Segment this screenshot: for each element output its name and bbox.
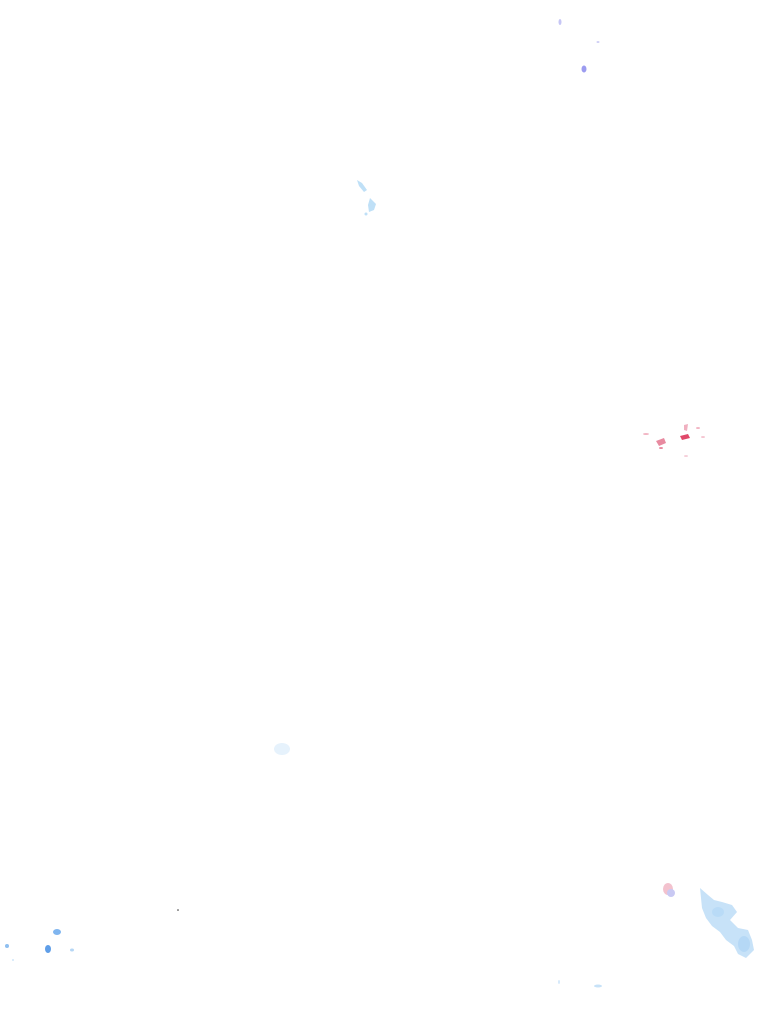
speck-light-blue xyxy=(357,180,367,192)
speck-pink xyxy=(680,434,690,440)
speck-lavender xyxy=(596,41,600,43)
speck-dark xyxy=(177,909,179,911)
speck-mid-blue xyxy=(12,959,14,961)
speck-mid-blue xyxy=(53,929,61,935)
speck-light-blue xyxy=(364,212,368,216)
speck-light-blue xyxy=(368,198,376,212)
speck-light-blue xyxy=(558,980,560,984)
speck-light-blue xyxy=(594,984,602,988)
speck-pale-blue xyxy=(274,743,290,755)
speck-pink xyxy=(684,455,688,457)
speck-lavender-light xyxy=(667,889,675,897)
speck-mid-blue xyxy=(70,948,74,952)
speck-pink xyxy=(656,438,666,446)
speck-mid-blue xyxy=(45,945,51,953)
speck-pink xyxy=(684,424,688,431)
speck-lavender xyxy=(558,19,562,25)
speck-lavender xyxy=(581,65,587,73)
speck-pink xyxy=(701,436,705,438)
speck-mid-blue xyxy=(5,944,9,948)
speck-pink xyxy=(643,433,649,435)
speck-light-blue xyxy=(712,907,724,917)
speck-pink xyxy=(659,447,663,449)
speck-pink xyxy=(696,427,700,429)
speck-light-blue xyxy=(738,936,750,952)
